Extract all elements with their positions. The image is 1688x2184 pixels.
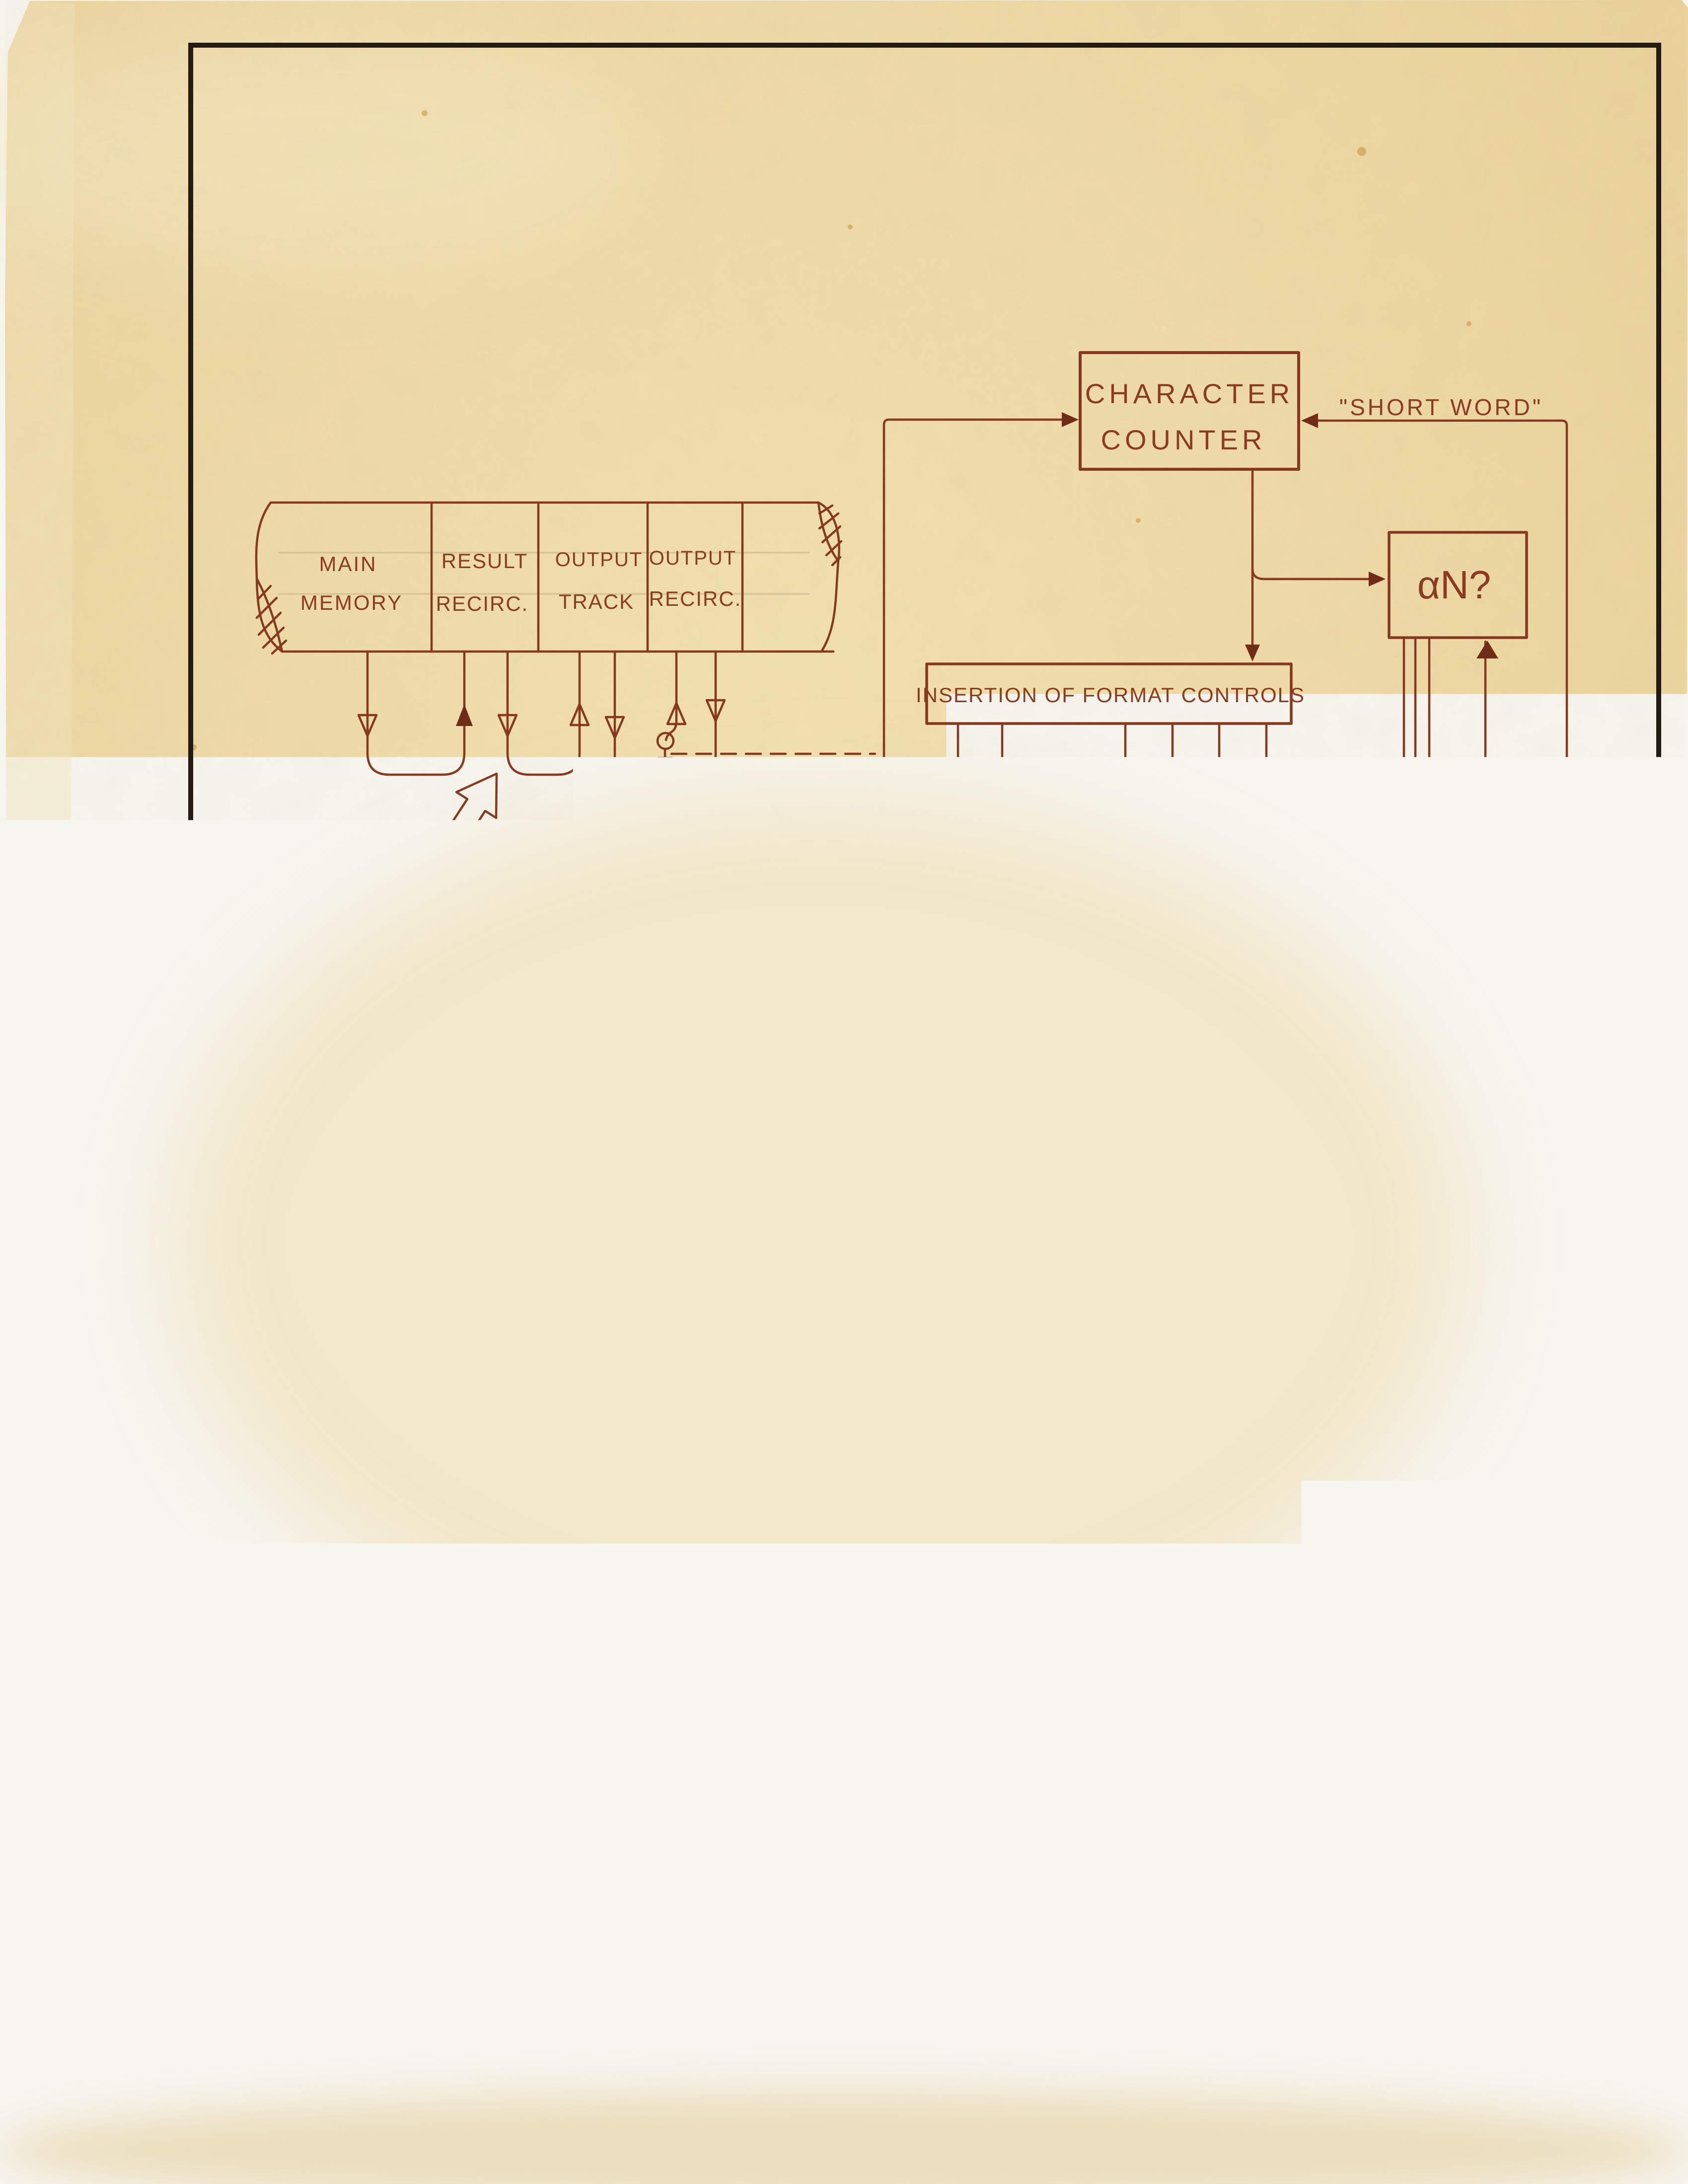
svg-text:By: By (751, 1742, 786, 1775)
svg-text:MAIN: MAIN (319, 552, 377, 576)
svg-text:Issue No.: Issue No. (200, 1742, 326, 1775)
svg-text:COUNTER: COUNTER (1101, 424, 1266, 455)
svg-text:INSERTION OF FORMAT CONTROLS: INSERTION OF FORMAT CONTROLS (916, 683, 1305, 707)
svg-text:NOTED: NOTED (758, 2065, 844, 2092)
svg-text:"SHORT WORD": "SHORT WORD" (1339, 394, 1543, 420)
svg-text:AS: AS (470, 895, 498, 918)
svg-text:RESULT: RESULT (441, 549, 528, 573)
svg-text:RECIRC.: RECIRC. (436, 592, 529, 615)
svg-text:2: 2 (1215, 901, 1230, 933)
svg-text:Date: Date (1418, 2003, 1484, 2038)
svg-text:Capacitors in: Capacitors in (203, 2015, 382, 2049)
svg-text:D.R.S.: D.R.S. (1007, 2001, 1112, 2038)
svg-text:TAPE PUNCH: TAPE PUNCH (973, 1230, 1240, 1261)
svg-text:MEMORY: MEMORY (300, 591, 403, 614)
svg-text:DESCRIBER: DESCRIBER (240, 916, 362, 939)
svg-text:S.W.: S.W. (1366, 909, 1412, 934)
svg-text:8-19-58: 8-19-58 (1519, 2004, 1632, 2038)
svg-text:25: 25 (938, 1469, 981, 1505)
svg-text:RECIRC.: RECIRC. (649, 587, 742, 610)
svg-text:αN?: αN? (1417, 563, 1491, 607)
svg-text:UNIVERSITY of WISCONSIN: UNIVERSITY of WISCONSIN (1017, 1753, 1560, 1797)
svg-text:OUT WRITER: OUT WRITER (240, 983, 371, 1007)
svg-text:½ W, 10 %: ½ W, 10 % (559, 2064, 693, 2096)
svg-text:Resistors in: Resistors in (203, 2058, 364, 2093)
svg-text:1: 1 (1262, 901, 1278, 933)
svg-text:AT: AT (473, 930, 498, 953)
svg-text:3: 3 (1166, 901, 1181, 933)
svg-text:PRESENT: PRESENT (456, 960, 547, 982)
svg-text:Dwg No.: Dwg No. (948, 2064, 1068, 2099)
svg-text:6: 6 (944, 901, 959, 933)
svg-text:Date: Date (841, 1742, 904, 1775)
svg-text:COUNTER BLOCK: COUNTER BLOCK (240, 878, 420, 901)
svg-text:Elec. Eng. Dept.— Computer Res: Elec. Eng. Dept.— Computer Research (1015, 1806, 1561, 1840)
svg-text:OUTPUT: OUTPUT (649, 547, 736, 569)
svg-text:FIGURE: FIGURE (728, 1471, 884, 1507)
svg-text:5: 5 (995, 901, 1011, 933)
svg-text:OVERALL OUTPUT SYSTEM: OVERALL OUTPUT SYSTEM (979, 1883, 1563, 1924)
svg-text:Eng.: Eng. (1174, 2006, 1239, 2040)
svg-text:Dr.: Dr. (948, 2005, 988, 2039)
svg-text:UNLESS: UNLESS (758, 2014, 856, 2040)
svg-text:OTHERWISE: OTHERWISE (758, 2039, 905, 2066)
svg-text:Revisions: Revisions (465, 1742, 594, 1775)
svg-text:4: 4 (1117, 901, 1133, 933)
svg-text:OUT READER: OUT READER (240, 952, 376, 976)
svg-text:CHARACTER: CHARACTER (1085, 378, 1294, 409)
svg-text:OUTPUT: OUTPUT (555, 549, 643, 571)
svg-text:TRACK: TRACK (559, 590, 634, 613)
